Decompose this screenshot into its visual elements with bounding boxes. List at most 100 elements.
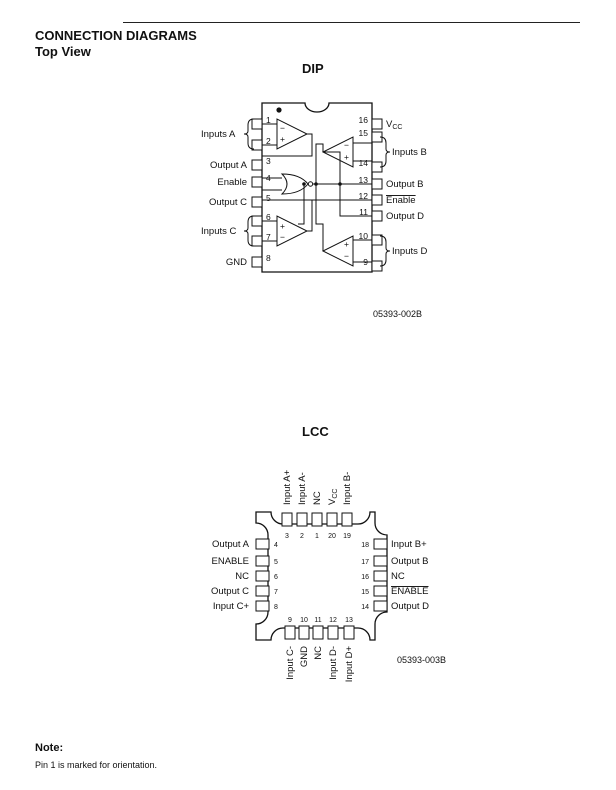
lcc-pin-label-10: GND — [299, 646, 310, 667]
dip-pin-number: 5 — [266, 193, 271, 203]
dip-pin-number: 10 — [359, 231, 369, 241]
dip-pin-number: 8 — [266, 253, 271, 263]
dip-pin-number: 2 — [266, 136, 271, 146]
lcc-pin-number: 19 — [343, 533, 351, 540]
pin1-orientation-dot — [276, 107, 282, 113]
lcc-pin-number: 20 — [328, 533, 336, 540]
dip-pin-3 — [251, 159, 263, 171]
lcc-pin-14 — [373, 600, 388, 612]
lcc-pin-8 — [255, 600, 270, 612]
lcc-pin-number: 17 — [361, 559, 369, 566]
page-subtitle: Top View — [35, 44, 91, 59]
lcc-pin-label-1: NC — [312, 491, 323, 505]
header-rule — [123, 22, 580, 23]
lcc-pin-label-4: Output A — [212, 539, 250, 550]
dip-pin-number: 11 — [359, 207, 368, 217]
inputs-a-label: Inputs A — [201, 129, 236, 140]
dip-pin-number: 14 — [359, 158, 369, 168]
lcc-pin-label-11: NC — [313, 646, 324, 660]
dip-pin-number: 1 — [266, 115, 271, 125]
inputs-b-label: Inputs B — [392, 147, 427, 158]
lcc-pin-label-13: Input D+ — [344, 646, 355, 683]
lcc-pin-number: 4 — [274, 542, 278, 549]
lcc-pin-label-2: Input A- — [297, 472, 308, 505]
lcc-pin-number: 8 — [274, 604, 278, 611]
dip-internal-wiring — [262, 123, 372, 263]
enable-or-gate — [280, 173, 309, 195]
lcc-pin-number: 9 — [288, 617, 292, 624]
dip-pin-label-5: Output C — [209, 197, 247, 208]
lcc-pin-16 — [373, 570, 388, 582]
lcc-pin-3 — [281, 512, 293, 527]
page-title: CONNECTION DIAGRAMS — [35, 28, 197, 43]
dip-pin-label-4: Enable — [217, 177, 247, 188]
dip-pin-5 — [251, 196, 263, 208]
lcc-pin-label-7: Output C — [211, 586, 249, 597]
lcc-pin-number: 7 — [274, 589, 278, 596]
lcc-pin-13 — [343, 625, 355, 640]
dip-pin-number: 13 — [359, 175, 369, 185]
lcc-pin-number: 15 — [361, 589, 369, 596]
dip-pin-label-3: Output A — [210, 160, 248, 171]
lcc-pin-20 — [326, 512, 338, 527]
lcc-pin-5 — [255, 555, 270, 567]
note-text: Pin 1 is marked for orientation. — [35, 760, 158, 770]
lcc-pin-label-16: NC — [391, 571, 405, 582]
brace-inputs-b — [379, 136, 391, 168]
lcc-pin-number: 6 — [274, 574, 278, 581]
dip-pin-number: 3 — [266, 156, 271, 166]
lcc-pin-number: 18 — [361, 542, 369, 549]
opamp-b — [321, 136, 354, 168]
lcc-pin-number: 1 — [315, 533, 319, 540]
lcc-pin-label-20: VCC — [327, 489, 339, 505]
lcc-pin-number: 12 — [329, 617, 337, 624]
lcc-pin-10 — [298, 625, 310, 640]
dip-pin-label-12: Enable — [386, 195, 416, 206]
lcc-pin-19 — [341, 512, 353, 527]
opamp-c-plus: + — [280, 221, 285, 231]
note-heading: Note: — [35, 742, 64, 754]
dip-pin-number: 16 — [359, 115, 369, 125]
dip-figure-id: 05393-002B — [373, 309, 423, 319]
lcc-pin-2 — [296, 512, 308, 527]
dip-pin-number: 6 — [266, 212, 271, 222]
opamp-d-minus: − — [344, 251, 349, 261]
lcc-pin-label-6: NC — [235, 571, 249, 582]
opamp-a-plus: + — [280, 134, 285, 144]
inputs-d-label: Inputs D — [392, 246, 428, 257]
lcc-pin-4 — [255, 538, 270, 550]
lcc-pin-label-8: Input C+ — [213, 601, 250, 612]
lcc-pin-label-12: Input D- — [328, 646, 339, 680]
opamp-c-minus: − — [280, 232, 285, 242]
lcc-pin-11 — [312, 625, 324, 640]
lcc-pin-label-15: ENABLE — [391, 586, 429, 597]
dip-pin-number: 15 — [359, 128, 369, 138]
lcc-pin-label-5: ENABLE — [212, 556, 250, 567]
dip-pin-number: 12 — [359, 191, 369, 201]
lcc-pin-label-14: Output D — [391, 601, 429, 612]
lcc-pin-15 — [373, 585, 388, 597]
brace-inputs-c — [243, 215, 255, 247]
lcc-figure-id: 05393-003B — [397, 655, 447, 665]
opamp-d-plus: + — [344, 239, 349, 249]
lcc-package-body — [255, 511, 388, 641]
lcc-pin-number: 11 — [314, 617, 321, 624]
lcc-pin-7 — [255, 585, 270, 597]
opamp-b-minus: − — [344, 140, 349, 150]
lcc-pin-number: 3 — [285, 533, 289, 540]
lcc-pin-number: 14 — [361, 604, 369, 611]
lcc-pin-label-19: Input B- — [342, 472, 353, 505]
opamp-d — [321, 235, 354, 267]
lcc-pin-18 — [373, 538, 388, 550]
lcc-pin-12 — [327, 625, 339, 640]
brace-inputs-a — [243, 118, 255, 150]
opamp-a-minus: − — [280, 123, 285, 133]
lcc-pin-label-17: Output B — [391, 556, 429, 567]
lcc-pin-9 — [284, 625, 296, 640]
lcc-pin-label-9: Input C- — [285, 646, 296, 680]
dip-pin-label-11: Output D — [386, 211, 424, 222]
lcc-title: LCC — [302, 424, 329, 439]
opamp-b-plus: + — [344, 152, 349, 162]
dip-pin-number: 7 — [266, 232, 271, 242]
lcc-pin-number: 2 — [300, 533, 304, 540]
